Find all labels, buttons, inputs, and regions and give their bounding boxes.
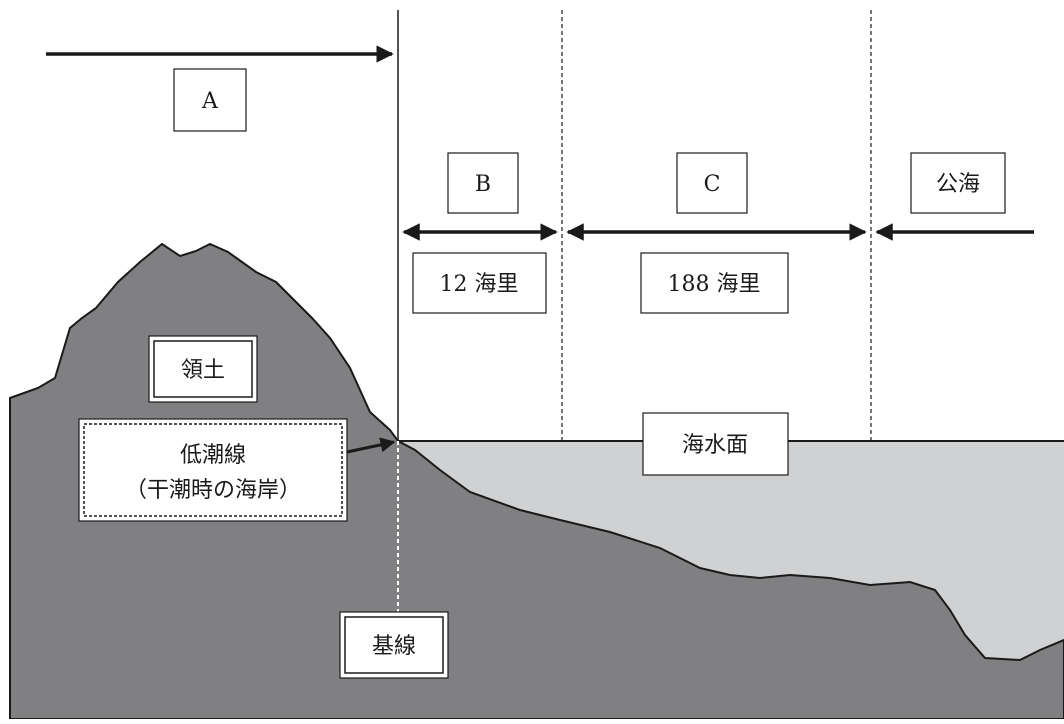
label-a-text: A: [201, 89, 219, 114]
label-high-seas: 公海: [910, 152, 1006, 214]
label-low-tide-line-text-2: （干潮時の海岸）: [125, 478, 301, 503]
label-c: C: [676, 152, 748, 214]
label-low-tide-line-text-1: 低潮線: [180, 443, 246, 468]
label-distance-b-text: 12 海里: [440, 272, 519, 297]
label-territory-text: 領土: [181, 358, 225, 383]
sea-water: [398, 441, 1064, 660]
label-b-text: B: [475, 172, 491, 197]
label-territory: 領土: [148, 335, 258, 403]
label-a: A: [173, 68, 247, 132]
label-sea-surface-text: 海水面: [682, 433, 748, 458]
label-distance-b: 12 海里: [412, 252, 547, 314]
label-c-text: C: [704, 172, 721, 197]
label-b: B: [447, 152, 519, 214]
label-high-seas-text: 公海: [936, 172, 980, 197]
label-low-tide-line: 低潮線 （干潮時の海岸）: [78, 418, 348, 522]
label-baseline-text: 基線: [372, 634, 416, 659]
label-distance-c: 188 海里: [640, 252, 789, 314]
label-sea-surface: 海水面: [642, 412, 789, 476]
label-distance-c-text: 188 海里: [668, 272, 761, 297]
land-profile: [9, 242, 1064, 720]
label-baseline: 基線: [339, 611, 449, 679]
arrow-low-tide: [346, 437, 396, 454]
